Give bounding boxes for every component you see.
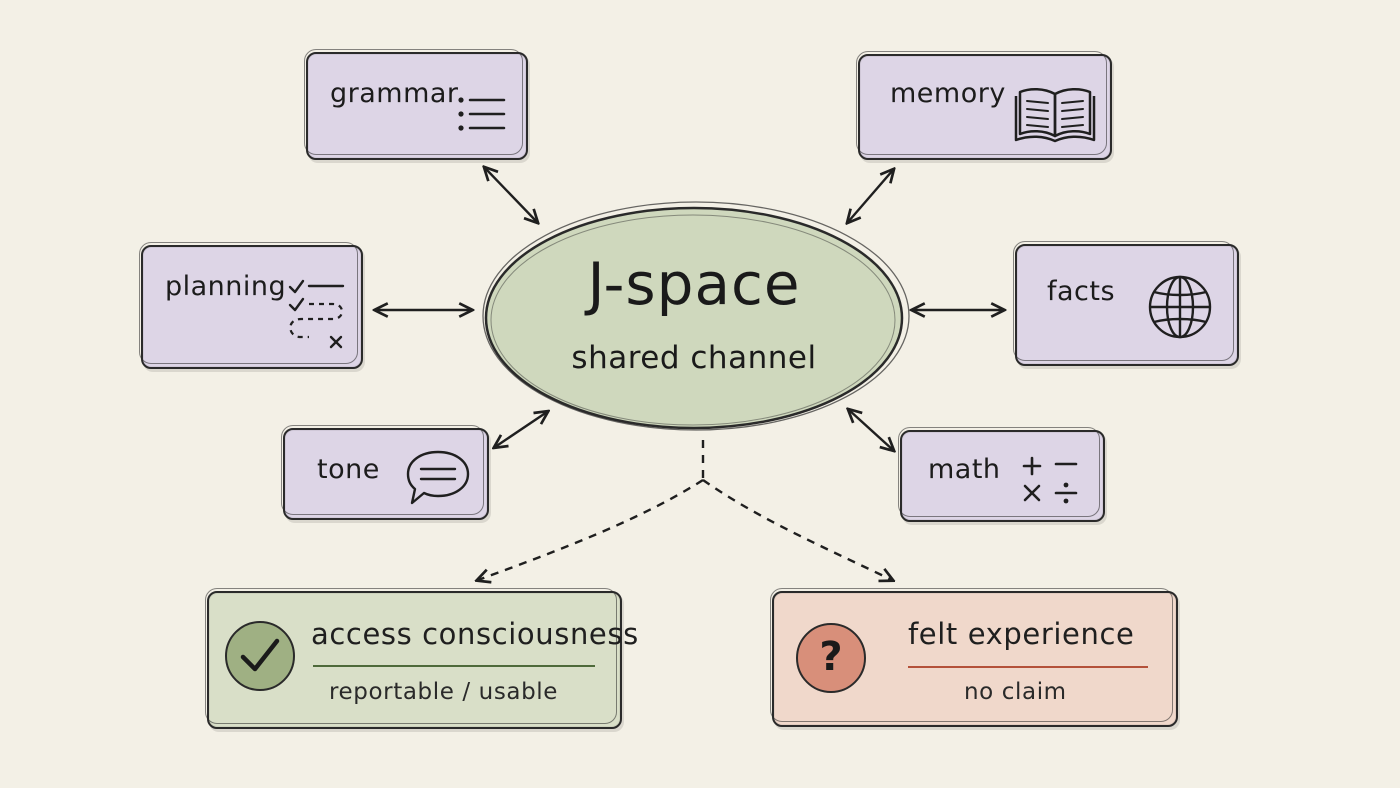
question-mark-icon: ? xyxy=(819,634,843,680)
checkmark-badge xyxy=(225,621,295,691)
book-icon xyxy=(1014,88,1096,143)
module-label: memory xyxy=(890,78,1006,109)
checkmark-icon xyxy=(240,638,280,672)
math-operators-icon xyxy=(1022,456,1078,504)
dashed-split xyxy=(478,440,892,580)
outcome-title: felt experience xyxy=(908,617,1135,651)
outcome-felt-experience: ? felt experience no claim xyxy=(770,588,1178,727)
module-tone: tone xyxy=(281,425,489,520)
outcome-access-consciousness: access consciousness reportable / usable xyxy=(205,588,638,729)
module-memory: memory xyxy=(856,51,1112,160)
outcome-subtitle: no claim xyxy=(964,679,1067,705)
list-icon xyxy=(458,97,506,131)
module-planning: planning xyxy=(139,242,363,369)
globe-icon xyxy=(1148,275,1212,339)
hub-subtitle: shared channel xyxy=(571,340,817,376)
module-label: tone xyxy=(317,454,380,485)
hub-ellipse xyxy=(482,201,910,431)
outcome-subtitle: reportable / usable xyxy=(329,679,559,705)
module-facts: facts xyxy=(1013,241,1239,366)
module-label: grammar xyxy=(330,78,459,109)
speech-bubble-icon xyxy=(406,450,470,505)
module-label: facts xyxy=(1047,276,1116,307)
arrow-memory-hub xyxy=(848,170,893,222)
question-badge: ? xyxy=(796,623,866,693)
module-label: planning xyxy=(165,271,287,302)
outcome-title: access consciousness xyxy=(311,617,639,651)
arrow-tone-hub xyxy=(495,412,547,447)
module-label: math xyxy=(928,454,1001,485)
checklist-path-icon xyxy=(288,279,345,349)
outcome-rule xyxy=(313,665,595,667)
hub-title: J-space xyxy=(587,250,801,318)
arrow-math-hub xyxy=(849,410,893,450)
arrow-grammar-hub xyxy=(485,168,537,222)
module-math: math xyxy=(898,427,1105,522)
module-grammar: grammar xyxy=(304,49,528,160)
outcome-rule xyxy=(908,666,1148,668)
